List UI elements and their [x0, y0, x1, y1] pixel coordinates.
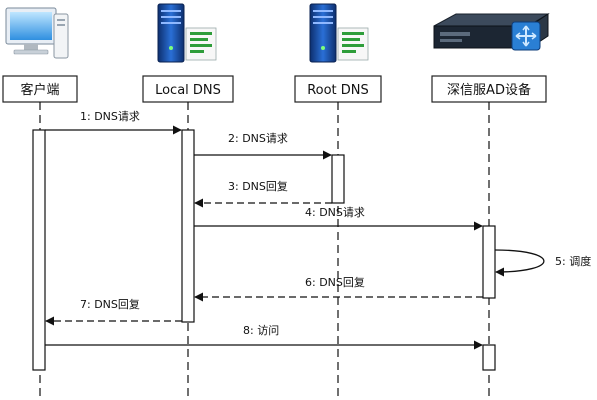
- activation-bar-client: [32, 129, 46, 371]
- message-label: 7: DNS回复: [80, 297, 140, 311]
- message-label: 1: DNS请求: [80, 110, 140, 123]
- participant-box-root-dns: Root DNS: [294, 75, 382, 103]
- message-label: 8: 访问: [243, 324, 279, 337]
- participant-box-local-dns: Local DNS: [142, 75, 234, 103]
- activation-bar-local-dns: [181, 129, 195, 323]
- participant-box-ad: 深信服AD设备: [431, 75, 547, 103]
- message-label: 5: 调度: [555, 254, 591, 268]
- participant-label: 客户端: [20, 82, 59, 98]
- server-icon: [309, 3, 369, 63]
- message-label: 2: DNS请求: [228, 132, 288, 145]
- message-label: 6: DNS回复: [305, 275, 365, 289]
- activation-bar-ad: [482, 344, 496, 371]
- server-icon: [157, 3, 217, 63]
- message-label: 4: DNS请求: [305, 206, 365, 219]
- message-arrow-self: [494, 249, 545, 277]
- activation-bar-root-dns: [331, 154, 345, 204]
- participant-label: Local DNS: [155, 83, 221, 98]
- participant-label: Root DNS: [307, 83, 369, 98]
- desktop-computer-icon: [5, 7, 69, 59]
- activation-bar-ad: [482, 225, 496, 299]
- network-appliance-icon: [433, 13, 550, 51]
- participant-box-client: 客户端: [2, 75, 78, 103]
- message-label: 3: DNS回复: [228, 179, 288, 193]
- participant-label: 深信服AD设备: [447, 82, 531, 98]
